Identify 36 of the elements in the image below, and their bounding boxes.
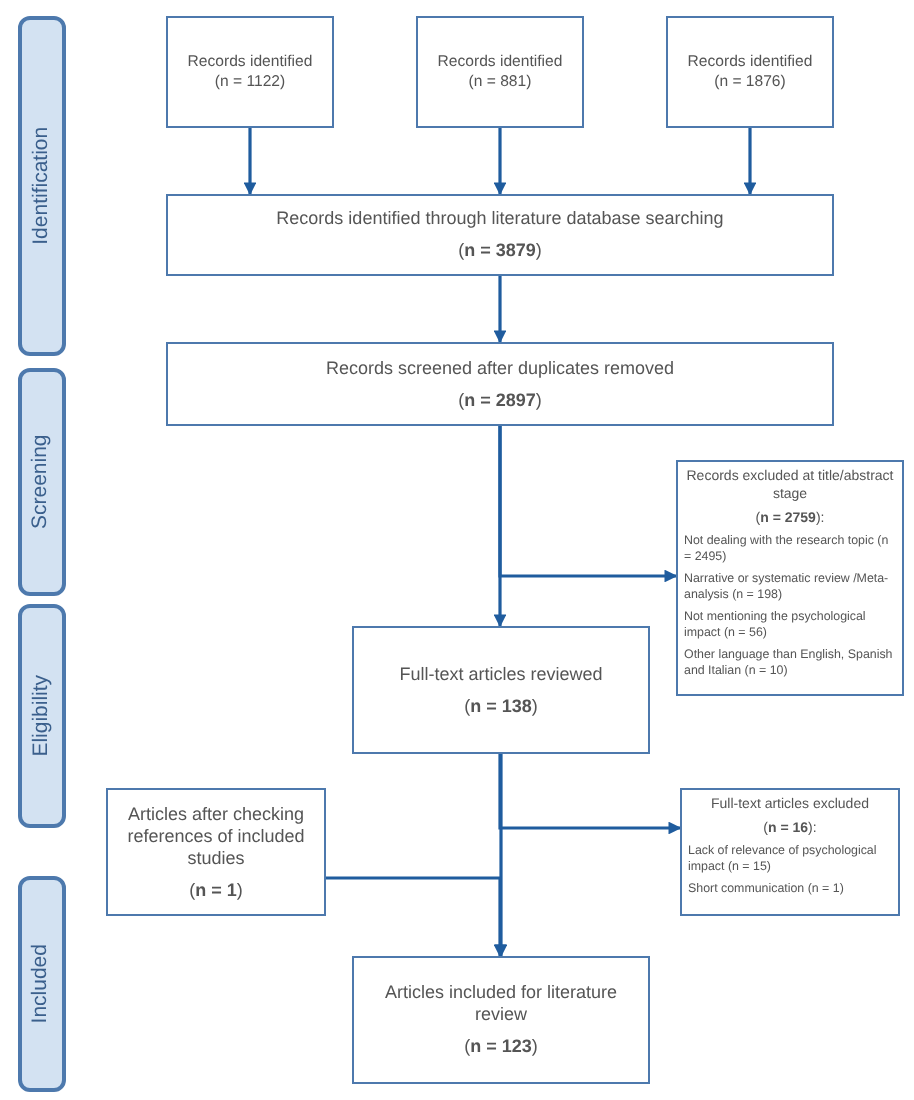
arrow — [743, 128, 757, 196]
phase-band — [18, 368, 66, 596]
count-text: (n = 3879) — [458, 240, 542, 262]
box-text: Records identified through literature database searching — [276, 208, 724, 230]
process-box — [106, 788, 326, 916]
process-box — [666, 16, 834, 128]
process-box — [416, 16, 584, 128]
arrow — [494, 754, 508, 958]
box-text: Articles after checking references of included studies — [125, 803, 307, 869]
process-box — [166, 16, 334, 128]
count-text: (n = 2897) — [458, 389, 542, 411]
arrow — [498, 426, 678, 583]
process-box — [166, 194, 834, 276]
count-text: (n = 123) — [464, 1036, 538, 1058]
exclusion-box — [680, 788, 900, 916]
arrow — [326, 876, 507, 958]
phase-band — [18, 604, 66, 828]
phase-label: Eligibility — [26, 675, 55, 757]
arrow — [493, 276, 507, 344]
phase-label: Identification — [26, 127, 55, 245]
arrow — [243, 128, 257, 196]
box-text: Articles included for literature review — [382, 982, 620, 1026]
box-text: Records screened after duplicates removed — [325, 357, 675, 379]
process-box — [166, 342, 834, 426]
box-text: Full-text articles reviewed — [399, 663, 603, 685]
process-box — [352, 956, 650, 1084]
arrow — [493, 128, 507, 196]
phase-band — [18, 876, 66, 1092]
phase-label: Included — [26, 944, 55, 1024]
phase-band — [18, 16, 66, 356]
process-box — [352, 626, 650, 754]
count-text: (n = 1) — [189, 879, 243, 901]
count-text: (n = 138) — [464, 695, 538, 717]
exclusion-box — [676, 460, 904, 696]
phase-label: Screening — [26, 434, 55, 530]
arrow — [498, 754, 682, 835]
